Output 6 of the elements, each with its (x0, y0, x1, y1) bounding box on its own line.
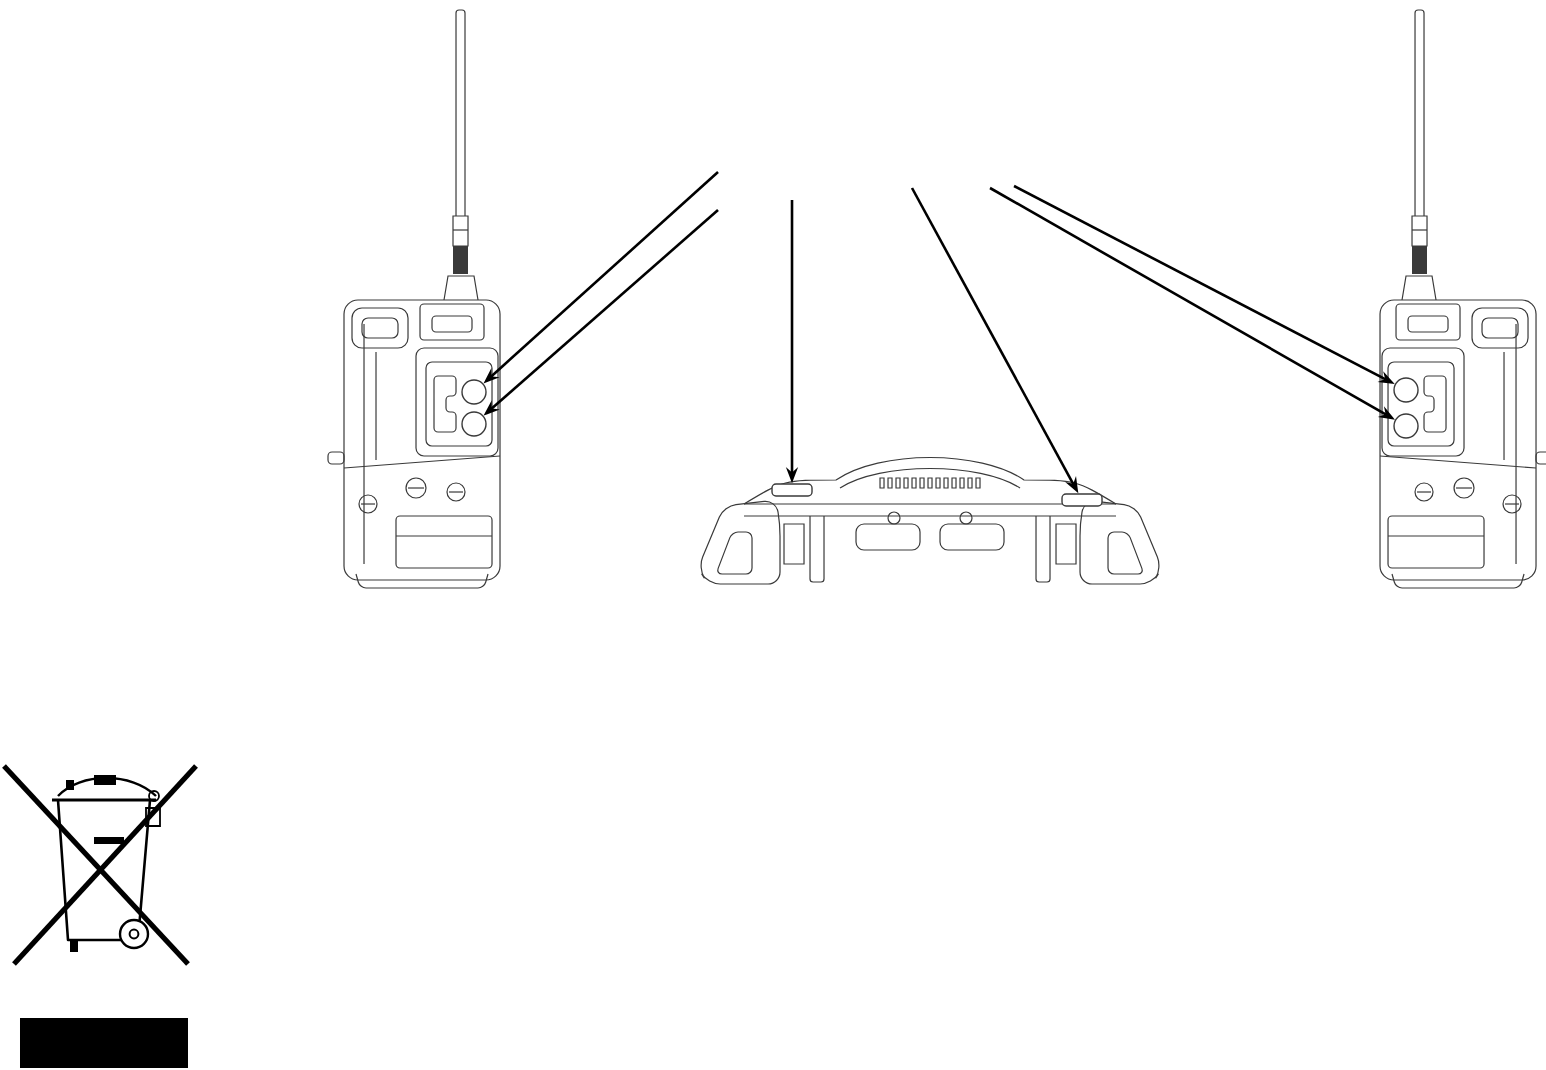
round-button (1393, 413, 1419, 439)
round-button (461, 379, 487, 405)
round-button (1393, 377, 1419, 403)
side-button (1061, 493, 1103, 507)
side-button (771, 483, 813, 497)
round-button (461, 411, 487, 437)
